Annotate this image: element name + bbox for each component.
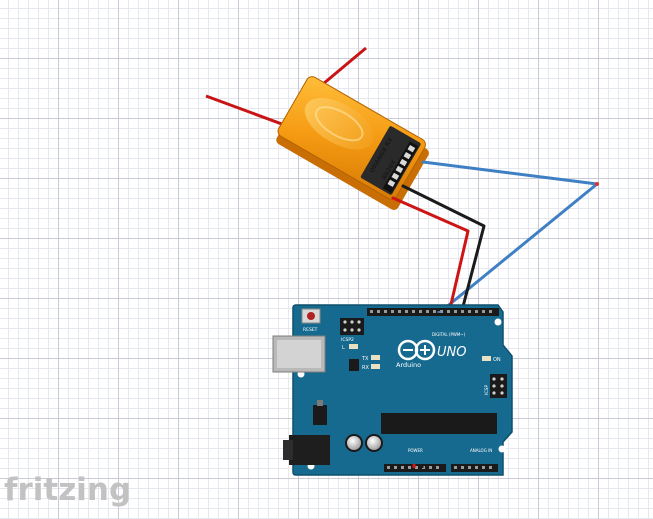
reset-label: RESET [303,327,318,333]
antenna-left [205,94,291,129]
led-tx-label: TX [361,356,369,362]
arduino-brand-text: Arduino [396,361,421,369]
mount-hole [498,445,506,453]
atmega-chip [381,413,497,434]
mount-hole [494,318,502,326]
orange-rx-receiver[interactable]: ORANGE RX R620X [272,74,434,211]
power-label: POWER [408,448,423,453]
led-on-label: ON [493,357,501,363]
voltage-regulator [313,405,327,425]
capacitors [345,434,383,452]
arduino-logo [397,339,436,361]
wire-endpoints [412,311,441,468]
fritzing-watermark: fritzing [4,472,132,508]
receiver-case-ring [314,106,364,142]
analog-header[interactable] [451,464,498,472]
crystal [349,359,359,371]
icsp-label: ICSP [484,385,490,395]
receiver-pin-header[interactable] [382,141,419,194]
icsp-header [490,374,507,398]
led-rx-label: RX [362,365,369,371]
wire-bendpoint[interactable] [595,182,599,186]
receiver-antennas [205,46,367,129]
led-l-label: L [342,345,345,351]
digital-header[interactable] [367,308,499,316]
icsp2-header [340,318,364,335]
analog-label: ANALOG IN [470,448,492,453]
antenna-right [322,46,367,86]
wire-signal-blue[interactable] [421,160,599,315]
arduino-uno-board[interactable]: RESET ICSP2 DIGITAL (PWM~) [272,304,513,476]
digital-label: DIGITAL (PWM~) [432,332,466,337]
status-leds [349,344,491,369]
uno-logo-text: UNO [437,345,466,360]
power-jack [289,435,330,465]
receiver-label-panel [360,126,421,195]
receiver-case-highlight [304,98,374,150]
icsp2-label: ICSP2 [341,337,354,343]
